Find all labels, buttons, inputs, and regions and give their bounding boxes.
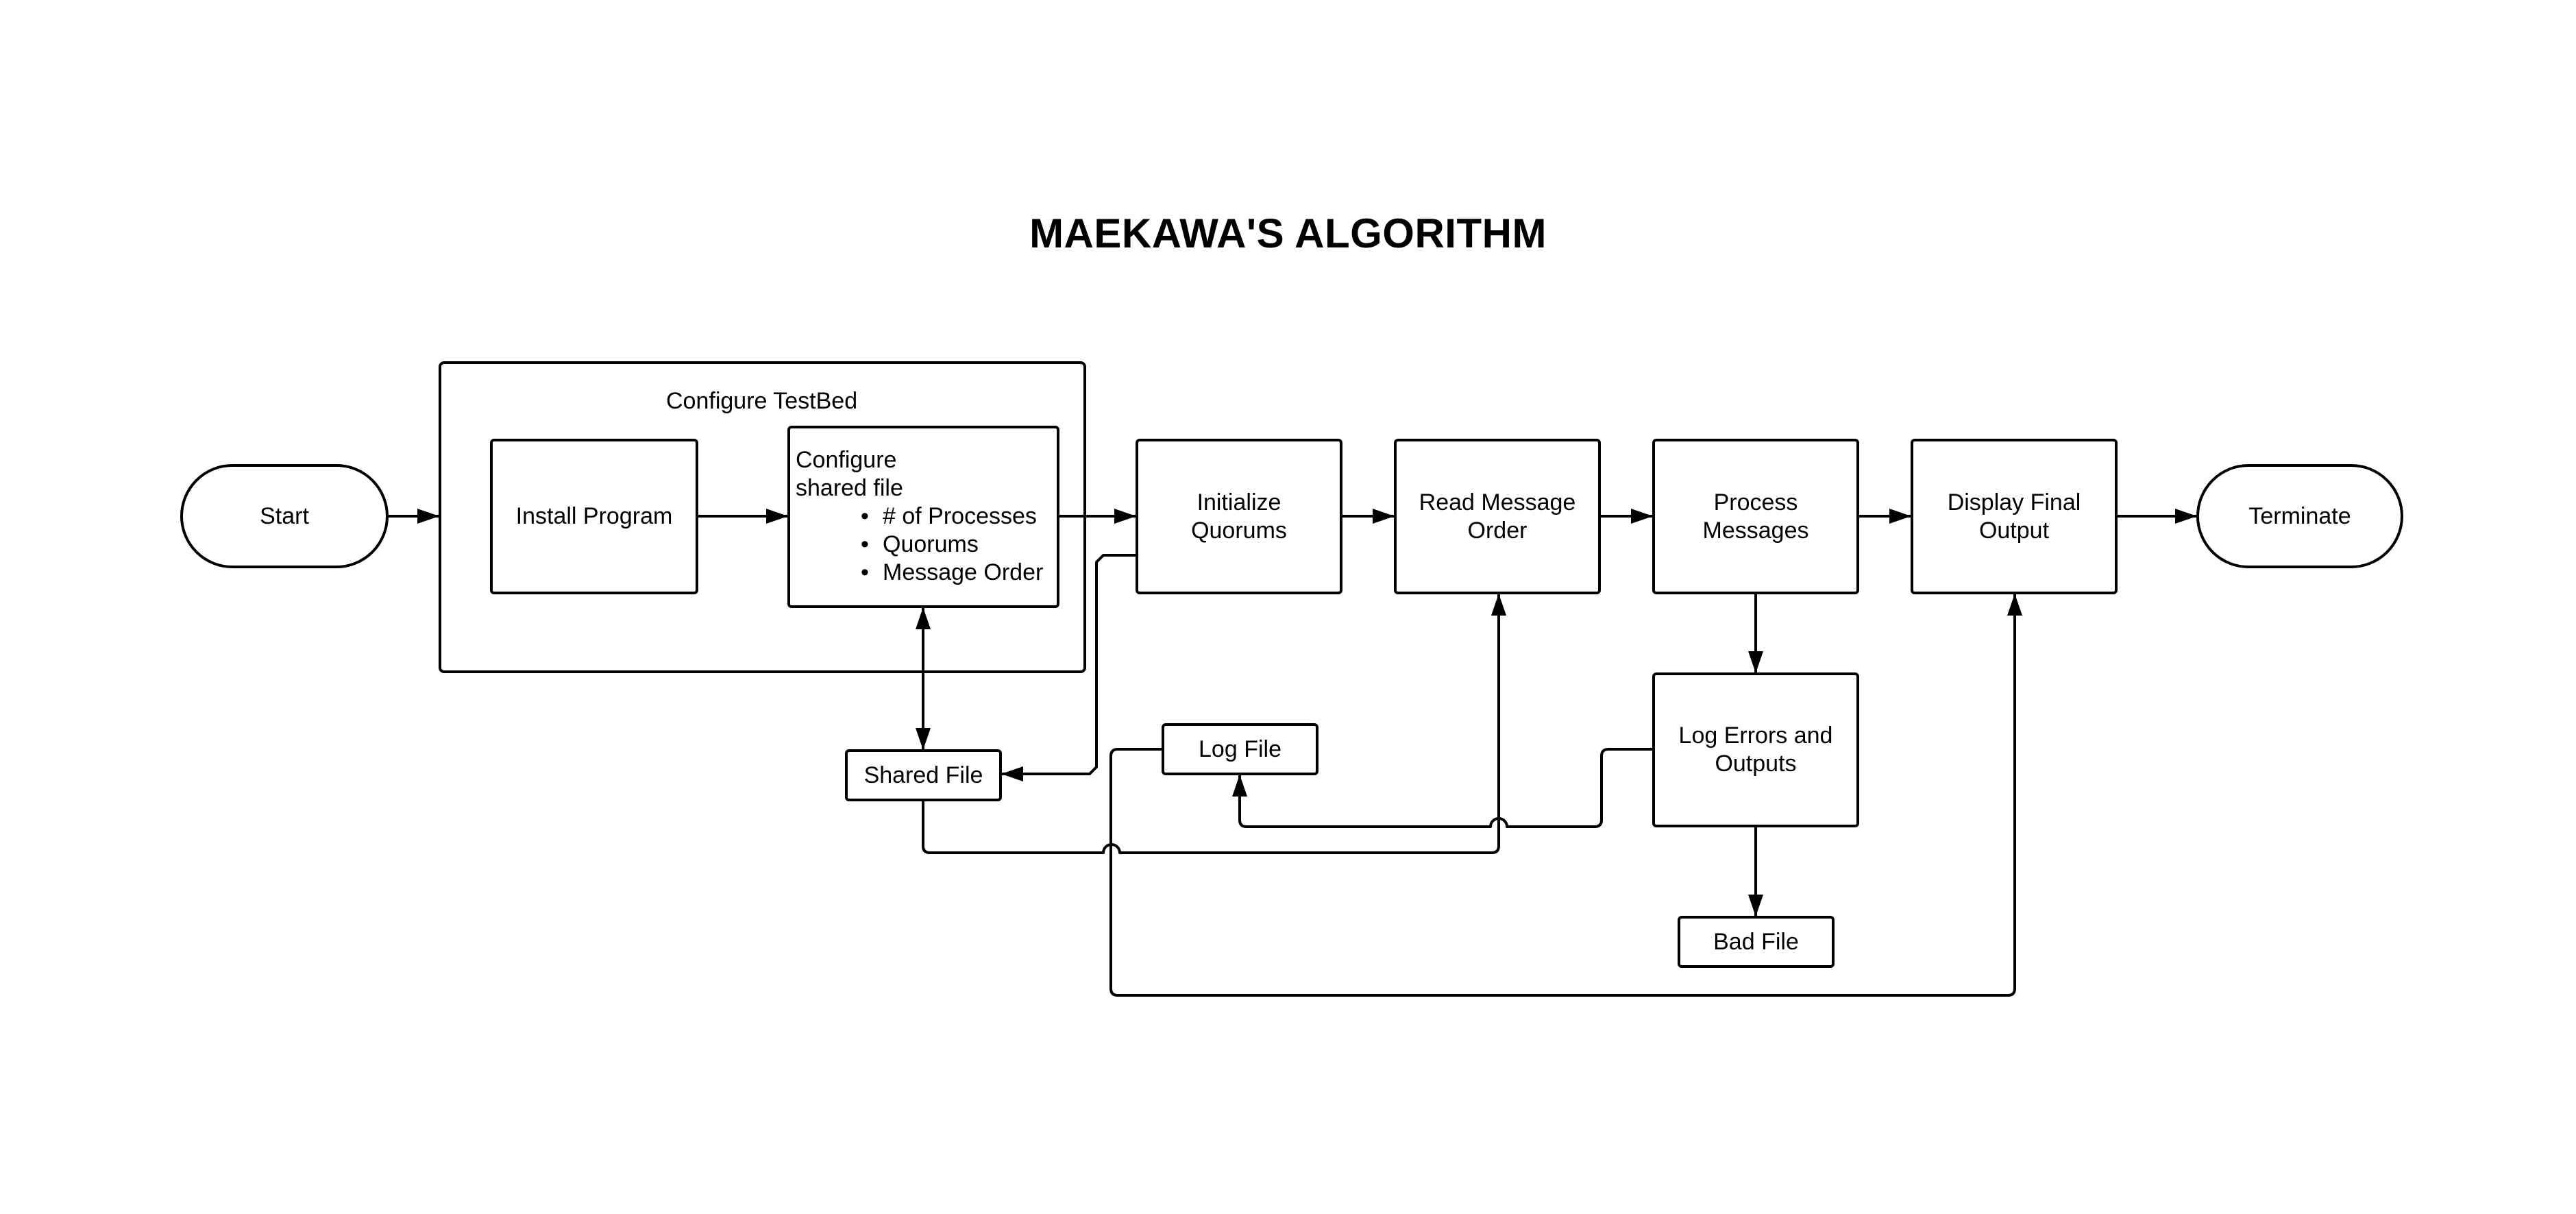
read-message-order-node[interactable]: Read Message Order [1394,439,1601,594]
bullet-item: •Quorums [861,531,979,557]
edge-logfile-display [1109,594,2022,997]
shared-file-node[interactable]: Shared File [845,749,1002,801]
configure-testbed-label: Configure TestBed [666,388,858,414]
display-final-output-node[interactable]: Display Final Output [1911,439,2118,594]
edge-logerrors-logfile [1232,748,1652,828]
bullet-item: •Message Order [861,559,1044,585]
bullet-item: •# of Processes [861,503,1037,529]
initialize-quorums-node[interactable]: Initialize Quorums [1136,439,1342,594]
bullet-glyph: • [861,531,869,557]
terminate-node[interactable]: Terminate [2196,464,2403,568]
install-program-node[interactable]: Install Program [490,439,698,594]
process-messages-node[interactable]: Process Messages [1652,439,1859,594]
log-file-node[interactable]: Log File [1162,723,1318,775]
configure-testbed-group [439,361,1086,673]
configure-line-1: Configure [796,447,897,473]
configure-line-2: shared file [796,475,903,501]
edge-initquorums-sharedfile [1001,554,1136,781]
diagram-title: MAEKAWA'S ALGORITHM [1029,210,1547,256]
configure-shared-file-node[interactable]: Configure shared file •# of Processes •Q… [787,426,1059,608]
configure-bullet-list: •# of Processes •Quorums •Message Order [796,502,1057,587]
bad-file-node[interactable]: Bad File [1678,916,1835,968]
bullet-glyph: • [861,559,869,585]
start-node[interactable]: Start [180,464,389,568]
bullet-glyph: • [861,503,869,529]
log-errors-outputs-node[interactable]: Log Errors and Outputs [1652,672,1859,827]
